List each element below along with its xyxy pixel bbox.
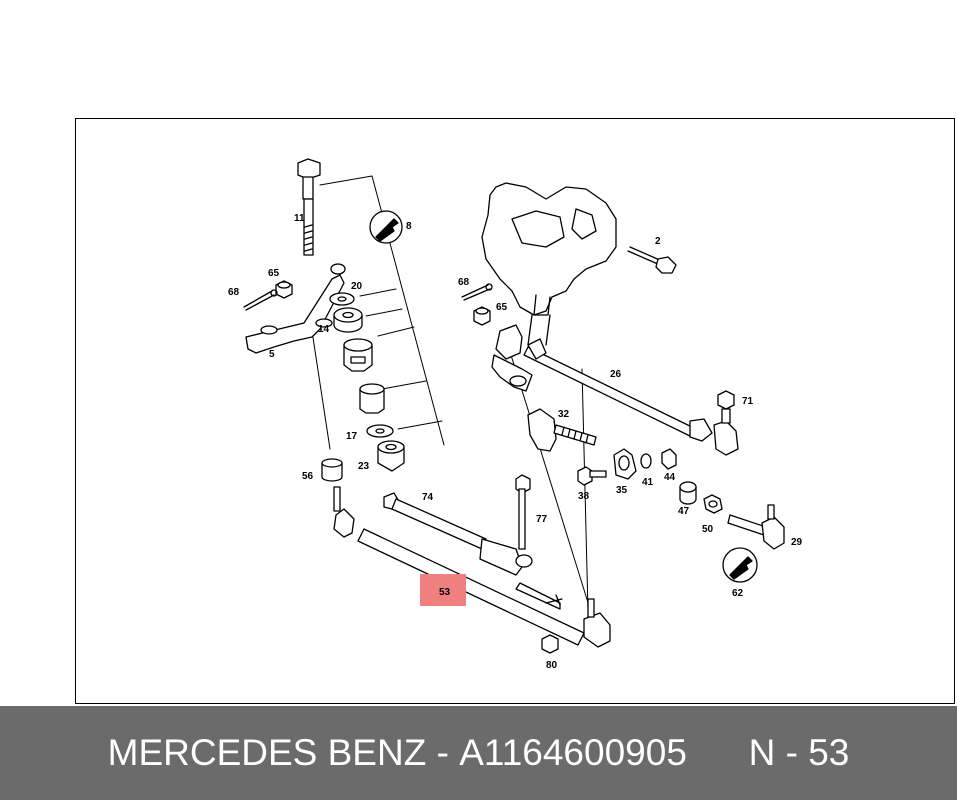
steering-linkage-drawing: 11 8 65 68 20 14 5 17 23 56 2 68 65 26 7…: [228, 158, 803, 671]
label-32: 32: [558, 409, 570, 420]
label-77: 77: [536, 514, 548, 525]
label-74: 74: [422, 492, 434, 503]
idler-arm-5: [245, 263, 346, 354]
nut-80: [541, 634, 559, 654]
label-20: 20: [351, 281, 363, 292]
ball-joint-lower: [583, 598, 611, 648]
label-11: 11: [294, 213, 305, 224]
label-35: 35: [616, 485, 628, 496]
position-number: N - 53: [748, 732, 850, 773]
ball-joint-71: [713, 390, 739, 456]
label-29: 29: [791, 537, 803, 548]
washer-20: [329, 292, 355, 306]
bushing-upper: [343, 338, 373, 372]
label-65a: 65: [268, 268, 280, 279]
steering-damper-74: [383, 492, 533, 576]
center-tie-rod-53: [333, 486, 585, 646]
footer-caption: MERCEDES BENZ - A1164600905 N - 53: [0, 706, 957, 800]
washer-41: [640, 453, 652, 469]
label-68b: 68: [458, 277, 470, 288]
part-number: A1164600905: [459, 732, 687, 773]
clamp-35: [613, 448, 637, 480]
bushing-lower: [359, 383, 385, 414]
wrench-icon-62: [722, 547, 758, 583]
nut-65b: [473, 306, 491, 326]
bolt-2: [627, 246, 677, 274]
label-80: 80: [546, 660, 558, 671]
cotter-68b: [461, 283, 493, 301]
label-47: 47: [678, 506, 690, 517]
label-62: 62: [732, 588, 744, 599]
label-14: 14: [318, 324, 330, 335]
pitman-arm: [491, 324, 533, 392]
label-41: 41: [642, 477, 654, 488]
label-44: 44: [664, 472, 676, 483]
wrench-icon-8: [369, 210, 403, 244]
tie-rod-26: [523, 338, 713, 442]
label-26: 26: [610, 369, 622, 380]
footer-bar: MERCEDES BENZ - A1164600905 N - 53: [0, 706, 957, 800]
cotter-68a: [243, 289, 278, 311]
label-2: 2: [655, 236, 661, 247]
tie-rod-end-32: [527, 408, 597, 452]
highlight-box-53: [420, 574, 466, 606]
label-65b: 65: [496, 302, 508, 313]
label-17: 17: [346, 431, 358, 442]
cap-56: [321, 458, 343, 482]
label-50: 50: [702, 524, 714, 535]
washer-17: [366, 424, 394, 438]
nut-65a: [275, 280, 293, 299]
label-56: 56: [302, 471, 314, 482]
label-5: 5: [269, 349, 275, 360]
bushing-14: [333, 307, 363, 333]
bolt-38: [577, 466, 607, 486]
separator: -: [426, 732, 460, 773]
label-8: 8: [406, 221, 412, 232]
label-38: 38: [578, 491, 590, 502]
nut-23: [377, 440, 405, 472]
nut-50: [703, 494, 723, 514]
bolt-11: [297, 158, 321, 256]
brand-name: MERCEDES BENZ: [107, 732, 427, 773]
label-68a: 68: [228, 287, 240, 298]
label-53: 53: [439, 587, 451, 598]
bolt-77: [515, 474, 531, 550]
bushing-47: [679, 481, 697, 505]
steering-gear: [481, 182, 617, 346]
nut-44: [661, 448, 677, 470]
parts-diagram: 11 8 65 68 20 14 5 17 23 56 2 68 65 26 7…: [75, 118, 955, 704]
label-23: 23: [358, 461, 370, 472]
label-71: 71: [742, 396, 754, 407]
tie-rod-end-29: [727, 504, 785, 550]
